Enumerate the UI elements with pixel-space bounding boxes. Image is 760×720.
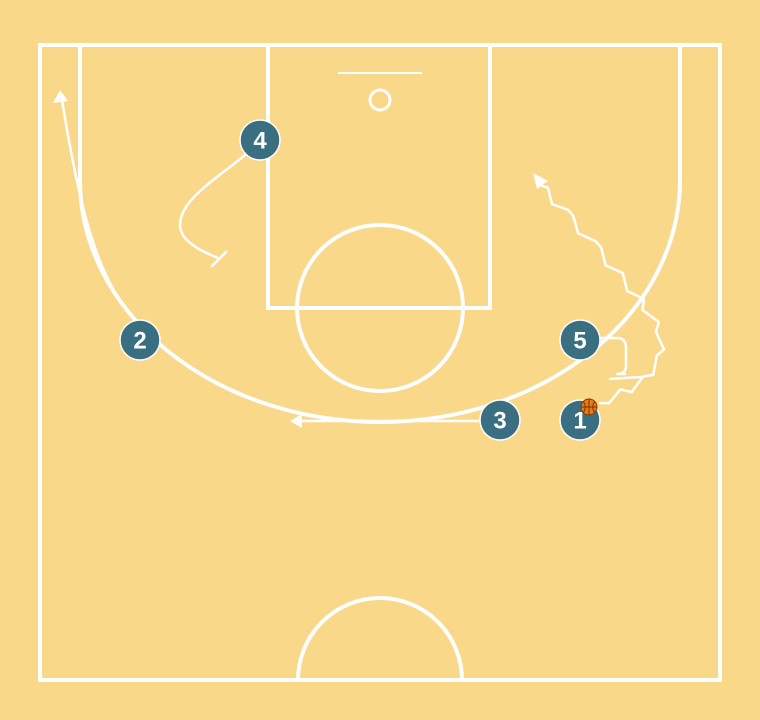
player-2-cut-path: [53, 90, 130, 314]
player-3-cut-path: [290, 414, 480, 428]
player-5-screen-path: [598, 336, 642, 381]
player-4-screen-path: [178, 153, 247, 268]
court-boundary: [38, 43, 722, 682]
free-throw-circle: [295, 223, 465, 393]
player-2-label: 2: [133, 328, 146, 355]
player-3-label: 3: [493, 408, 506, 435]
player-2: 2: [119, 319, 161, 361]
player-1-label: 1: [573, 408, 586, 435]
court-lines: [38, 43, 722, 682]
center-circle: [296, 596, 464, 681]
paint-lane: [266, 43, 492, 310]
player-4: 4: [239, 119, 281, 161]
player-5: 5: [559, 319, 601, 361]
basketball-icon: [580, 398, 598, 416]
player-4-label: 4: [253, 128, 267, 155]
player-5-label: 5: [573, 328, 586, 355]
player-3: 3: [479, 399, 521, 441]
player-1-dribble-path: [533, 173, 666, 405]
rim: [368, 88, 392, 112]
three-point-arc: [78, 179, 682, 424]
